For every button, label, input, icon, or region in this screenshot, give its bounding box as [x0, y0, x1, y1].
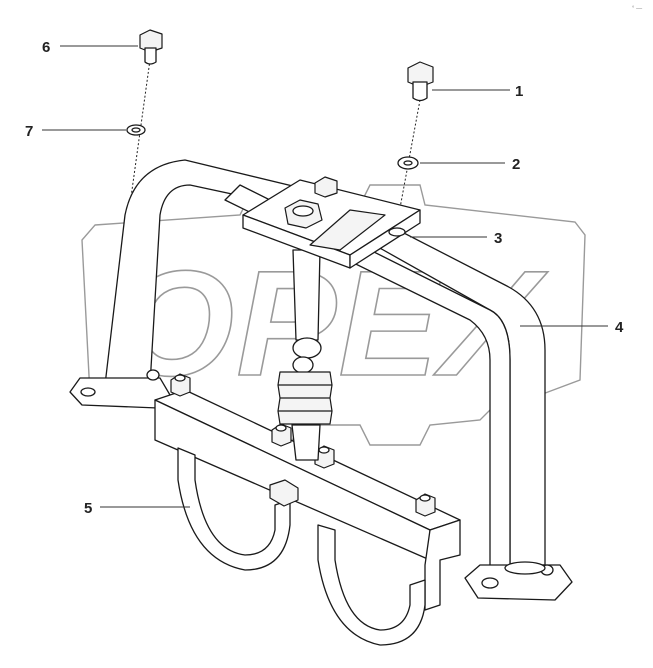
spring-coil	[277, 371, 333, 425]
right-clamp-strap	[317, 524, 426, 646]
leader-lines	[42, 45, 608, 508]
part-2-washer	[397, 156, 419, 170]
callout-6: 6	[42, 39, 50, 56]
part-6-bolt	[139, 29, 163, 65]
washer2-inner	[403, 160, 413, 166]
part-7-washer	[126, 124, 146, 136]
corner-marker: ° —	[632, 6, 642, 12]
plate-rib	[309, 209, 386, 251]
bracket-end-flange	[424, 519, 461, 611]
bolt6-shank	[144, 47, 157, 65]
callout-7: 7	[25, 123, 33, 140]
bracket-center-bolt	[269, 479, 299, 507]
bracket-nut-left	[170, 373, 191, 397]
right-foot-hole	[481, 577, 499, 589]
washer7-inner	[131, 127, 141, 133]
callout-3: 3	[494, 230, 502, 247]
plate-hole	[388, 227, 406, 237]
bolt1-head	[407, 61, 434, 88]
callout-1: 1	[515, 83, 523, 100]
bracket-nut-right	[415, 493, 436, 517]
plate-rear-nut	[314, 176, 338, 198]
right-tube-end	[504, 561, 546, 575]
hanger-link-2	[292, 356, 314, 374]
callout-4: 4	[615, 319, 624, 336]
bolt1-shank	[412, 81, 428, 102]
plate-center-nut-top	[292, 205, 314, 217]
callout-labels: 6 7 1 2 3 4 5	[25, 39, 624, 517]
plate-side	[349, 209, 421, 269]
part-3-mount-plate	[242, 176, 421, 269]
left-foot-nut	[146, 369, 160, 381]
callout-5: 5	[84, 500, 92, 517]
spring-bottom-clevis	[291, 424, 321, 461]
hanger-link-1	[292, 337, 322, 359]
hanger-rod	[292, 249, 321, 341]
bracket-nut-mid-2	[314, 445, 335, 469]
bracket-nut-mid-1	[271, 423, 292, 447]
bolt6-head	[139, 29, 163, 53]
left-foot-hole	[80, 387, 96, 397]
callout-2: 2	[512, 156, 520, 173]
part-4-tube-frame	[69, 159, 573, 601]
spring-hanger-assembly	[277, 249, 333, 461]
part-1-bolt	[407, 61, 434, 102]
